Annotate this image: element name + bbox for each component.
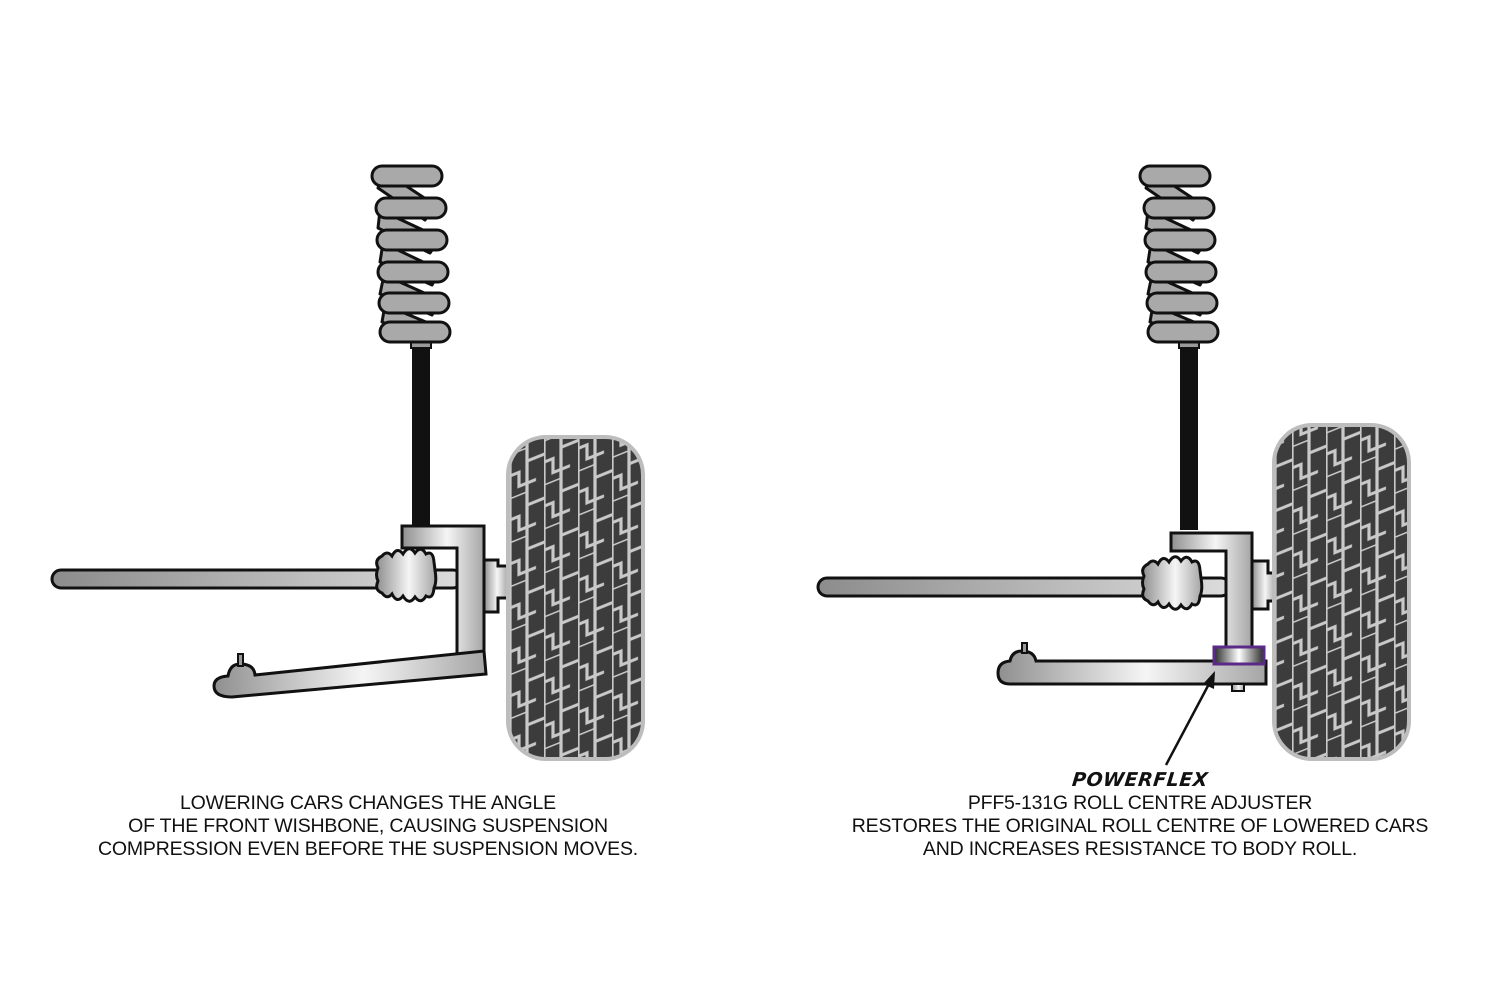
cv-boot-icon [375,547,438,603]
roll-centre-adjuster-bush [1212,645,1266,666]
coil-spring-icon [370,164,452,344]
coil-spring-icon [1138,164,1220,344]
wishbone-stud [237,653,244,667]
caption-line: PFF5-131G ROLL CENTRE ADJUSTER [967,792,1313,814]
cv-boot-icon [1141,555,1204,611]
tyre-icon [1272,423,1411,761]
caption-line: LOWERING CARS CHANGES THE ANGLE [180,792,556,814]
wishbone-bolt [1231,683,1245,692]
wishbone [996,649,1268,686]
right-caption: POWERFLEX PFF5-131G ROLL CENTRE ADJUSTER… [760,769,1500,861]
wishbone-stud [1021,642,1028,654]
damper-rod [412,330,430,530]
right-assembly [816,164,1411,766]
caption-line: OF THE FRONT WISHBONE, CAUSING SUSPENSIO… [128,815,608,837]
wishbone [212,649,488,699]
left-assembly [50,164,645,761]
caption-line: RESTORES THE ORIGINAL ROLL CENTRE OF LOW… [851,815,1429,837]
left-caption: LOWERING CARS CHANGES THE ANGLE OF THE F… [0,792,736,861]
damper-rod [1180,330,1198,530]
pointer-arrow-icon [1164,671,1215,766]
tyre-icon [506,435,645,761]
brand-logo: POWERFLEX [1070,769,1210,791]
caption-line: COMPRESSION EVEN BEFORE THE SUSPENSION M… [98,838,638,860]
caption-line: AND INCREASES RESISTANCE TO BODY ROLL. [922,838,1358,860]
wheel-hub [482,558,510,614]
